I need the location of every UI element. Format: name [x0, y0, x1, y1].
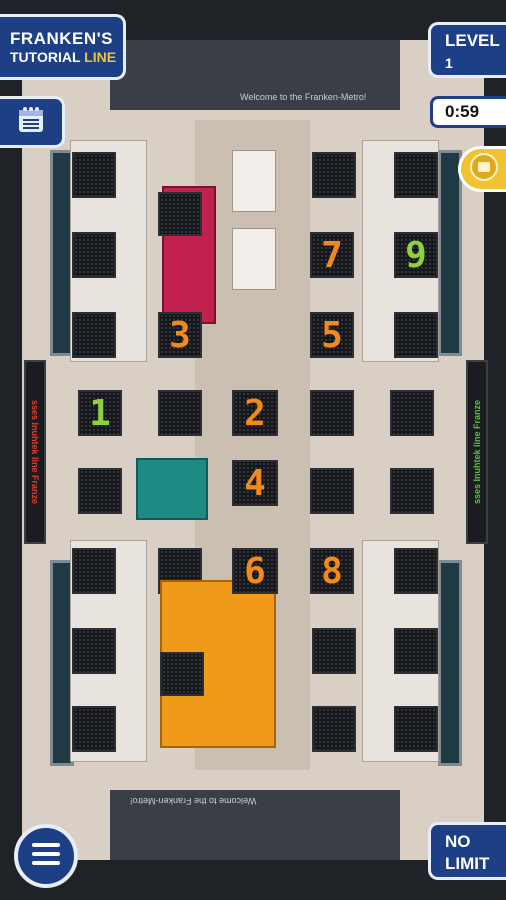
- no-limit-badge: NO LIMIT: [428, 822, 506, 880]
- calendar-icon: [16, 105, 46, 140]
- seated-passenger[interactable]: [72, 628, 116, 674]
- menu-button[interactable]: [14, 824, 78, 888]
- seated-passenger[interactable]: [390, 390, 434, 436]
- level-label: LEVEL: [445, 31, 500, 50]
- ticket-coin-button[interactable]: [458, 146, 506, 192]
- seated-passenger[interactable]: [394, 706, 438, 752]
- level-badge: LEVEL 1: [428, 22, 506, 78]
- ticket-coin-icon: [469, 152, 499, 187]
- robot-passenger[interactable]: [232, 228, 276, 290]
- seated-passenger[interactable]: [158, 390, 202, 436]
- seated-passenger[interactable]: [394, 312, 438, 358]
- passenger-number: 6: [244, 550, 266, 592]
- welcome-sign-top: Welcome to the Franken-Metro!: [240, 92, 367, 102]
- passenger-number: 7: [321, 234, 343, 276]
- seated-passenger[interactable]: [78, 468, 122, 514]
- seated-passenger[interactable]: [72, 152, 116, 198]
- passenger-number: 5: [321, 314, 343, 356]
- seated-passenger[interactable]: [390, 468, 434, 514]
- window-right-bottom: [438, 560, 462, 766]
- numbered-passenger-4[interactable]: 4: [232, 460, 278, 506]
- passenger-number: 3: [169, 314, 191, 356]
- passenger-number: 8: [321, 550, 343, 592]
- window-right-top: [438, 150, 462, 356]
- orange-luggage[interactable]: [160, 580, 276, 748]
- seated-passenger[interactable]: [72, 706, 116, 752]
- numbered-passenger-2[interactable]: 2: [232, 390, 278, 436]
- pink-luggage[interactable]: [158, 186, 216, 324]
- route-sign-left: sses Inuhtek line Franze: [24, 360, 46, 544]
- calendar-button[interactable]: [0, 96, 65, 148]
- seated-passenger[interactable]: [310, 390, 354, 436]
- seated-passenger[interactable]: [312, 152, 356, 198]
- front-wall: Welcome to the Franken-Metro!: [110, 40, 400, 110]
- line-title-badge: FRANKEN'S TUTORIAL LINE: [0, 14, 126, 80]
- seated-passenger[interactable]: [310, 468, 354, 514]
- seated-passenger[interactable]: [72, 312, 116, 358]
- line-title-main: TUTORIAL: [10, 49, 81, 65]
- numbered-passenger-3[interactable]: 3: [158, 312, 202, 358]
- limit-line1: NO: [445, 832, 471, 851]
- seated-passenger[interactable]: [72, 548, 116, 594]
- seated-passenger[interactable]: [312, 628, 356, 674]
- seated-passenger[interactable]: [312, 706, 356, 752]
- route-sign-left-text: sses Inuhtek line Franze: [30, 399, 40, 505]
- hamburger-menu-icon: [30, 840, 62, 873]
- numbered-passenger-6[interactable]: 6: [232, 548, 278, 594]
- passenger-on-luggage[interactable]: [160, 652, 204, 696]
- seated-passenger[interactable]: [72, 232, 116, 278]
- numbered-passenger-9[interactable]: 9: [394, 232, 438, 278]
- passenger-number: 4: [244, 462, 266, 504]
- passenger-number: 1: [89, 392, 111, 434]
- limit-line2: LIMIT: [445, 854, 490, 873]
- seated-passenger[interactable]: [394, 152, 438, 198]
- passenger-on-luggage[interactable]: [158, 192, 202, 236]
- line-title-line1: FRANKEN'S: [10, 29, 113, 48]
- line-title-line2: TUTORIAL LINE: [10, 49, 123, 65]
- route-sign-right-text: sses Inuhtek line Franze: [472, 399, 482, 505]
- passenger-number: 9: [405, 234, 427, 276]
- welcome-sign-bottom: Welcome to the Franken-Metro!: [130, 796, 257, 806]
- numbered-passenger-1[interactable]: 1: [78, 390, 122, 436]
- countdown-timer: 0:59: [430, 96, 506, 128]
- seated-passenger[interactable]: [394, 628, 438, 674]
- numbered-passenger-7[interactable]: 7: [310, 232, 354, 278]
- rear-wall: Welcome to the Franken-Metro!: [110, 790, 400, 860]
- numbered-passenger-5[interactable]: 5: [310, 312, 354, 358]
- passenger-number: 2: [244, 392, 266, 434]
- route-sign-right: sses Inuhtek line Franze: [466, 360, 488, 544]
- teal-luggage[interactable]: [136, 458, 208, 520]
- seated-passenger[interactable]: [394, 548, 438, 594]
- level-value: 1: [445, 55, 453, 71]
- numbered-passenger-8[interactable]: 8: [310, 548, 354, 594]
- line-title-accent: LINE: [84, 49, 117, 65]
- robot-passenger[interactable]: [232, 150, 276, 212]
